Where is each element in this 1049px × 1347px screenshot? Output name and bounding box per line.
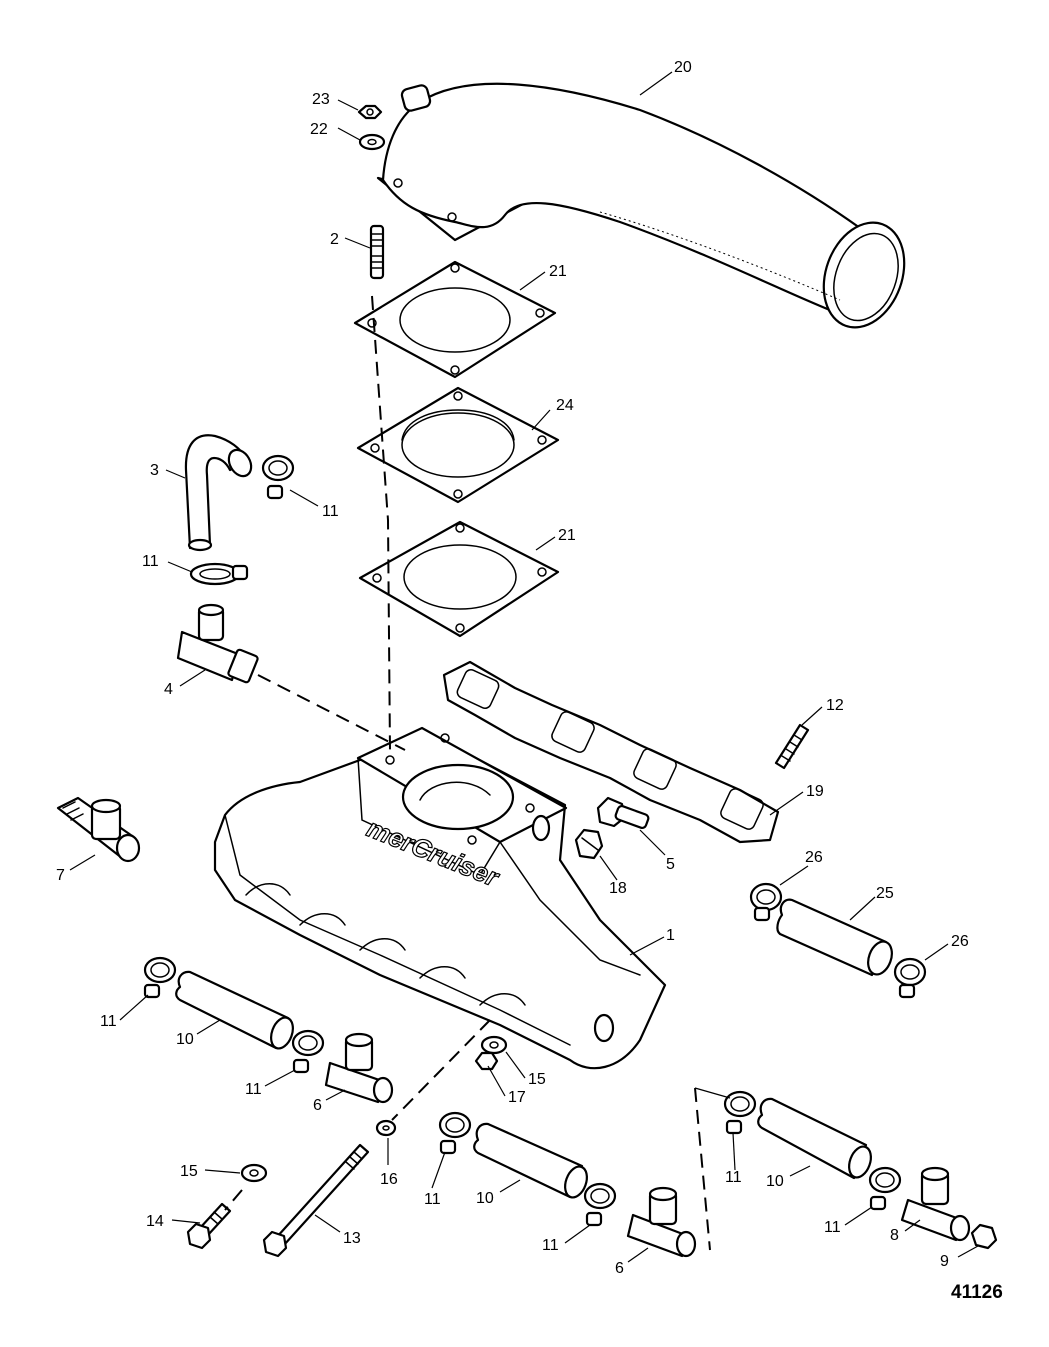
tee-fitting [324, 1032, 394, 1104]
hose-clamp [143, 956, 177, 999]
callout-23: 23 [312, 91, 330, 108]
callout-19: 19 [806, 783, 824, 800]
water-hose [175, 970, 294, 1050]
callout-11-f: 11 [542, 1237, 559, 1254]
barbed-fitting [596, 796, 650, 830]
callout-9: 9 [940, 1253, 949, 1270]
callout-11-d: 11 [245, 1081, 262, 1098]
tee-fitting [900, 1166, 971, 1242]
tee-fitting [626, 1186, 697, 1258]
stud [369, 224, 385, 280]
manifold-bolt-long [262, 1143, 370, 1258]
water-hose [473, 1122, 588, 1199]
manifold-gasket [442, 660, 780, 844]
hose-clamp [583, 1182, 617, 1227]
elbow-gasket-lower [358, 520, 560, 638]
callout-11-a: 11 [322, 503, 339, 520]
callout-leaders [69, 71, 979, 1263]
callout-24: 24 [556, 397, 574, 414]
callout-20: 20 [674, 59, 692, 76]
callout-17: 17 [508, 1089, 526, 1106]
callout-25: 25 [876, 885, 894, 902]
callout-6-a: 6 [313, 1097, 322, 1114]
elbow-nut [357, 104, 383, 120]
hose-clamp [438, 1111, 472, 1155]
callout-11-e: 11 [424, 1191, 441, 1208]
elbow-gasket-upper [353, 260, 557, 379]
callout-5: 5 [666, 856, 675, 873]
callout-8: 8 [890, 1227, 899, 1244]
callout-2: 2 [330, 231, 339, 248]
spacer-plate [356, 386, 560, 504]
callout-21-upper: 21 [549, 263, 567, 280]
callout-26-a: 26 [805, 849, 823, 866]
hose-clamp [868, 1166, 902, 1211]
callout-22: 22 [310, 121, 328, 138]
washer [240, 1163, 268, 1183]
water-hose [776, 898, 893, 977]
callout-26-b: 26 [951, 933, 969, 950]
assembly-lines [224, 295, 731, 1251]
callout-7: 7 [56, 867, 65, 884]
pipe-plug [970, 1223, 998, 1250]
callout-11-g: 11 [725, 1169, 742, 1186]
hose-clamp [189, 562, 249, 586]
pipe-plug [574, 828, 604, 860]
callout-10-c: 10 [766, 1173, 784, 1190]
callout-11-h: 11 [824, 1219, 841, 1236]
callout-15-a: 15 [528, 1071, 546, 1088]
callout-14: 14 [146, 1213, 164, 1230]
callout-10-b: 10 [476, 1190, 494, 1207]
exhaust-manifold: merCruiser [213, 726, 667, 1070]
hose-clamp [723, 1090, 757, 1135]
callout-1: 1 [666, 927, 675, 944]
elbow-fitting [56, 796, 141, 863]
callout-18: 18 [609, 880, 627, 897]
hose-clamp [893, 957, 927, 999]
washer [480, 1035, 508, 1055]
callout-11-b: 11 [142, 553, 159, 570]
water-hose [757, 1097, 872, 1180]
exhaust-elbow [376, 82, 906, 329]
manifold-stud [774, 723, 810, 770]
hose-clamp [291, 1029, 325, 1074]
callout-11-c: 11 [100, 1013, 117, 1030]
hose-elbow [184, 434, 253, 552]
callout-4: 4 [164, 681, 173, 698]
callout-16: 16 [380, 1171, 398, 1188]
callout-15-b: 15 [180, 1163, 198, 1180]
callout-numbers: 20 23 22 2 21 24 3 11 11 21 4 12 19 7 5 … [56, 59, 969, 1277]
nut [474, 1051, 499, 1071]
hose-clamp [749, 882, 783, 922]
elbow-washer [358, 133, 386, 151]
callout-10-a: 10 [176, 1031, 194, 1048]
callout-13: 13 [343, 1230, 361, 1247]
washer [375, 1119, 397, 1137]
callout-12: 12 [826, 697, 844, 714]
callout-21-lower: 21 [558, 527, 576, 544]
callout-6-b: 6 [615, 1260, 624, 1277]
callout-3: 3 [150, 462, 159, 479]
manifold-bolt-short [186, 1202, 232, 1250]
hose-clamp [261, 454, 295, 500]
tee-fitting [176, 603, 259, 684]
figure-number: 41126 [951, 1282, 1003, 1303]
